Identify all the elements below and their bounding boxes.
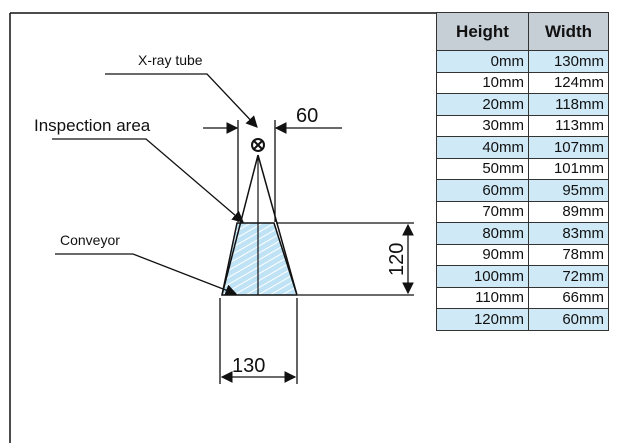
top-width-label: 60 (296, 105, 318, 127)
width-cell: 113mm (528, 114, 609, 137)
inspection-area-shape (221, 222, 299, 296)
height-cell: 0mm (436, 50, 529, 73)
height-cell: 120mm (436, 308, 529, 331)
height-cell: 50mm (436, 157, 529, 180)
height-cell: 70mm (436, 200, 529, 223)
xray-tube-label: X-ray tube (138, 52, 203, 68)
width-cell: 89mm (528, 200, 609, 223)
column-header-height: Height (436, 12, 529, 51)
width-cell: 95mm (528, 179, 609, 202)
width-cell: 83mm (528, 222, 609, 245)
inspection-area-label: Inspection area (34, 116, 151, 135)
width-cell: 118mm (528, 93, 609, 116)
conveyor-label: Conveyor (60, 232, 120, 248)
xray-tube-leader (105, 73, 258, 128)
width-cell: 72mm (528, 265, 609, 288)
width-cell: 60mm (528, 308, 609, 331)
width-cell: 130mm (528, 50, 609, 73)
width-cell: 107mm (528, 136, 609, 159)
height-cell: 30mm (436, 114, 529, 137)
height-cell: 20mm (436, 93, 529, 116)
table-header-row: Height Width (436, 12, 609, 51)
width-cell: 101mm (528, 157, 609, 180)
column-header-width: Width (528, 12, 609, 51)
width-cell: 124mm (528, 71, 609, 94)
bottom-width-label: 130 (232, 355, 265, 377)
height-label: 120 (386, 243, 408, 276)
beam-right (257, 154, 298, 296)
xray-tube-icon (251, 138, 265, 152)
beam-left (221, 154, 259, 296)
height-cell: 10mm (436, 71, 529, 94)
height-cell: 110mm (436, 286, 529, 309)
conveyor-leader (55, 253, 238, 296)
inspection-area-leader (52, 138, 244, 223)
height-cell: 40mm (436, 136, 529, 159)
height-cell: 90mm (436, 243, 529, 266)
height-cell: 100mm (436, 265, 529, 288)
width-cell: 78mm (528, 243, 609, 266)
height-cell: 80mm (436, 222, 529, 245)
width-cell: 66mm (528, 286, 609, 309)
height-cell: 60mm (436, 179, 529, 202)
